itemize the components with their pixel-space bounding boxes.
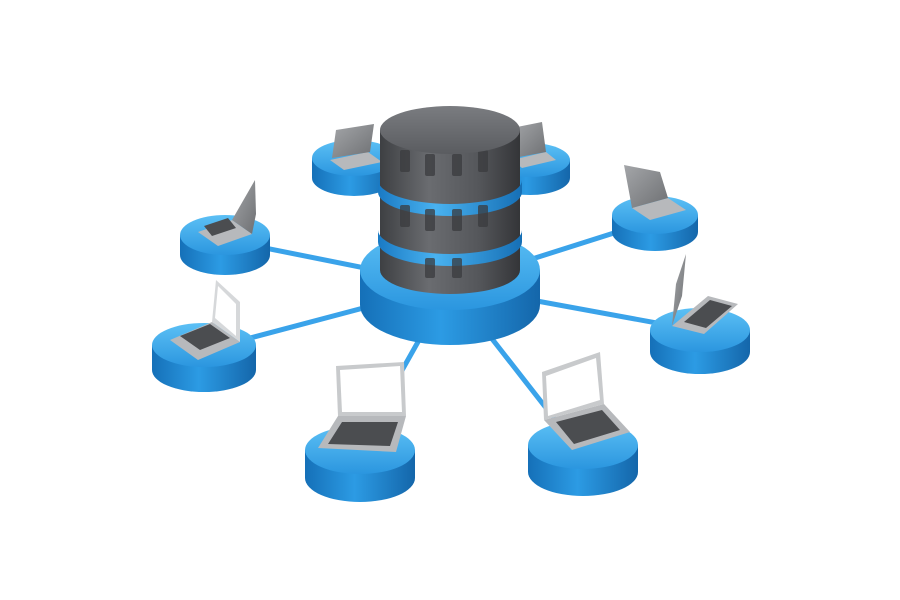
laptop-icon xyxy=(318,362,406,452)
node-front-right xyxy=(528,352,638,496)
node-left-upper xyxy=(180,180,270,275)
node-back-left xyxy=(312,124,396,196)
database-server-icon xyxy=(378,106,522,294)
laptop-icon xyxy=(170,280,240,360)
node-front-left xyxy=(305,362,415,502)
node-left-lower xyxy=(152,280,256,392)
laptop-icon xyxy=(512,122,556,168)
laptop-icon xyxy=(542,352,630,450)
laptop-icon xyxy=(672,254,738,334)
laptop-icon xyxy=(624,165,686,220)
laptop-icon xyxy=(330,124,382,170)
laptop-icon xyxy=(198,180,256,246)
node-right-upper xyxy=(612,165,698,251)
node-right-lower xyxy=(650,254,750,374)
